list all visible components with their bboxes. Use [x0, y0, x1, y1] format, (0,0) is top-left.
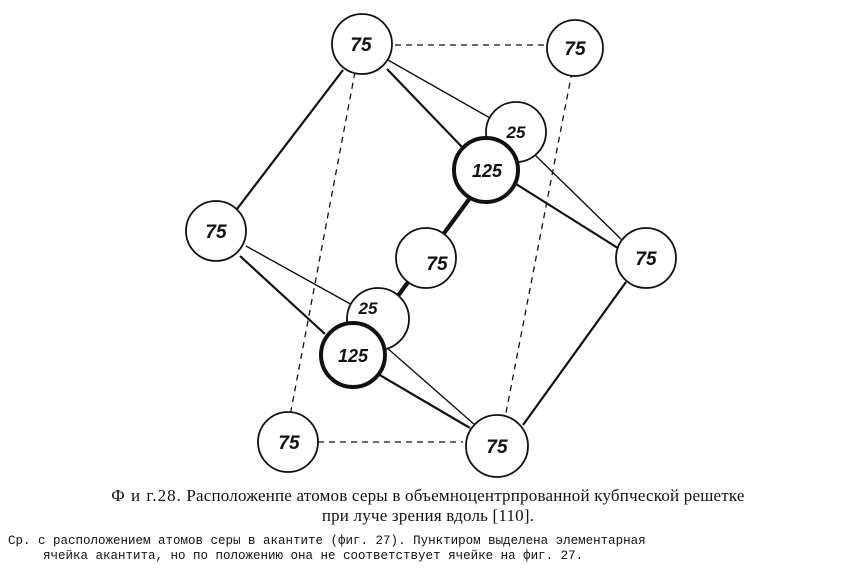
bond	[387, 59, 491, 119]
thin-bonds	[245, 59, 623, 426]
atom-a6: 75	[615, 227, 677, 289]
dashed-edge	[504, 71, 573, 419]
atom-label: 75	[278, 433, 300, 454]
bond	[236, 69, 344, 210]
figure-caption: Ф и г.28. Расположенпе атомов серы в объ…	[10, 486, 846, 526]
caption-line-1: Ф и г.28. Расположенпе атомов серы в объ…	[10, 486, 846, 506]
figure-note: Ср. с расположением атомов серы в аканти…	[8, 534, 844, 564]
caption-line-2: при луче зрения вдоль [110].	[321, 506, 535, 525]
atom-label: 25	[358, 299, 378, 318]
bond	[377, 339, 476, 426]
atom-a9: 125	[319, 321, 387, 389]
atom-a7: 75	[395, 227, 457, 289]
atom-circle	[546, 19, 604, 77]
dashed-unit-cell	[289, 44, 573, 443]
atom-label: 75	[635, 249, 657, 270]
atom-circle	[185, 200, 247, 262]
atom-label: 75	[426, 254, 448, 275]
atoms: 75 75 25 125 75 75 75 25	[185, 13, 677, 478]
atom-circle	[257, 411, 319, 473]
atom-a5: 75	[185, 200, 247, 262]
bond	[515, 183, 622, 251]
atom-circle	[395, 227, 457, 289]
note-line-2: ячейка акантита, но по положению она не …	[43, 549, 584, 563]
note-line-1: Ср. с расположением атомов серы в аканти…	[8, 534, 646, 548]
atom-circle	[331, 13, 393, 75]
atom-circle	[615, 227, 677, 289]
bond	[377, 373, 471, 429]
atom-a11: 75	[465, 414, 529, 478]
atom-label: 125	[472, 161, 503, 181]
atom-circle	[465, 414, 529, 478]
lattice-diagram: 75 75 25 125 75 75 75 25	[185, 13, 677, 478]
atom-circle	[319, 321, 387, 389]
atom-label: 75	[486, 437, 508, 458]
medium-bonds	[236, 68, 627, 429]
bond	[245, 245, 355, 307]
atom-a4: 125	[452, 136, 520, 204]
atom-a2: 75	[546, 19, 604, 77]
bond	[534, 154, 623, 241]
bond	[386, 68, 463, 148]
atom-label: 75	[205, 222, 227, 243]
figure-number: Ф и г.28.	[111, 486, 182, 505]
atom-a10: 75	[257, 411, 319, 473]
dashed-edge	[289, 71, 356, 417]
atom-label: 75	[564, 39, 586, 60]
caption-title: Расположенпе атомов серы в объемноцентрп…	[186, 486, 745, 505]
atom-label: 75	[350, 35, 372, 56]
atom-label: 125	[338, 346, 369, 366]
atom-label: 25	[506, 123, 526, 142]
atom-circle	[452, 136, 520, 204]
atom-a1: 75	[331, 13, 393, 75]
bond	[522, 281, 627, 426]
bond	[239, 255, 326, 335]
